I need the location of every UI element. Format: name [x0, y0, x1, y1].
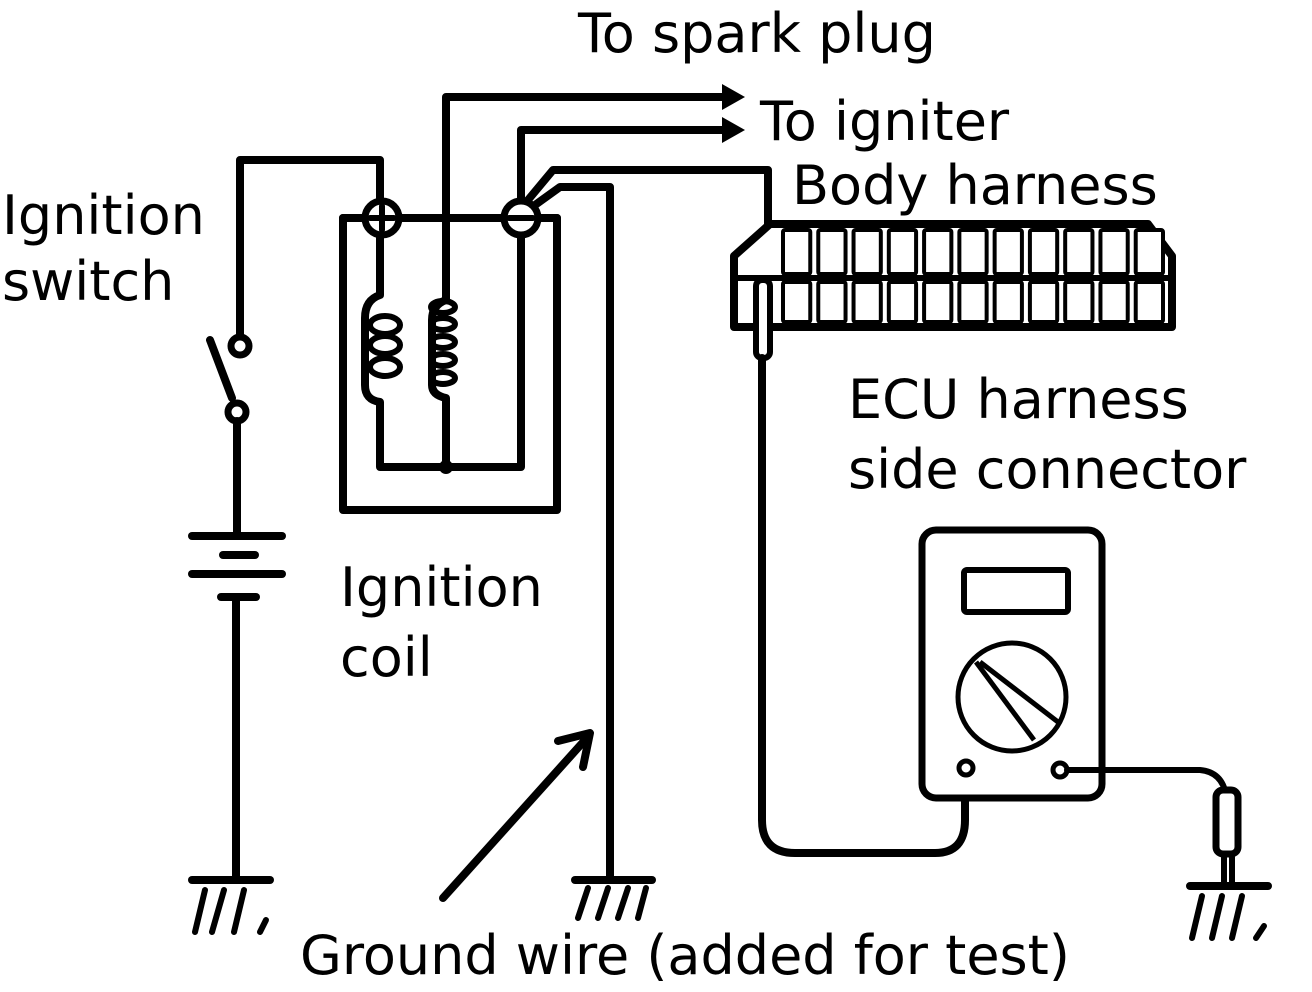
connector-pin-cell: [1133, 280, 1166, 324]
multimeter-display: [961, 567, 1071, 615]
connector-pin-cell: [886, 228, 919, 276]
connector-pin-cell: [781, 228, 813, 276]
switch-contact-top: [227, 333, 253, 359]
connector-pin-cell: [1027, 280, 1060, 324]
label-ground-wire: Ground wire (added for test): [300, 924, 1070, 987]
multimeter-jack-com: [956, 758, 976, 778]
connector-pin-cell: [957, 280, 989, 324]
connector-pin-cell: [781, 280, 813, 324]
ground-icon-probe: [1186, 882, 1272, 941]
connector-pin-cell: [1063, 228, 1095, 276]
ground-icon-test-wire: [571, 876, 656, 921]
connector-pin-cell: [1098, 280, 1130, 324]
ground-wire-pointer-arrow: [439, 729, 594, 902]
connector-pin-cell: [1133, 228, 1166, 276]
connector-pin-cell: [1098, 228, 1130, 276]
connector-pin-cell: [816, 228, 848, 276]
connector-pins: [781, 228, 1166, 324]
label-ecu-connector-2: side connector: [848, 438, 1247, 501]
label-ignition-switch-2: switch: [2, 250, 174, 313]
label-ignition-coil-2: coil: [340, 626, 433, 689]
ignition-switch: [206, 156, 384, 539]
arrow-to-spark-plug-icon: [722, 84, 745, 110]
probe-connector: [753, 277, 969, 857]
connector-pin-cell: [992, 228, 1024, 276]
ground-probe: [1212, 786, 1242, 889]
connector-pin-cell: [851, 228, 883, 276]
label-ignition-switch-1: Ignition: [2, 184, 205, 247]
connector-pin-cell: [886, 280, 919, 324]
coil-junction: [439, 460, 453, 474]
label-body-harness: Body harness: [792, 154, 1158, 217]
connector-pin-cell: [1027, 228, 1060, 276]
connector-pin-cell: [922, 228, 954, 276]
multimeter-dial-icon: [955, 640, 1069, 754]
multimeter: [918, 526, 1229, 802]
connector-pin-cell: [992, 280, 1024, 324]
battery-icon: [188, 532, 286, 884]
label-to-spark-plug: To spark plug: [577, 2, 936, 65]
connector-pin-cell: [816, 280, 848, 324]
arrow-to-igniter-icon: [722, 117, 745, 143]
label-ecu-connector-1: ECU harness: [848, 368, 1189, 431]
connector-pin-cell: [1063, 280, 1095, 324]
ecu-connector: [730, 220, 1176, 331]
label-ignition-coil-1: Ignition: [340, 556, 543, 619]
connector-pin-cell: [851, 280, 883, 324]
connector-pin-cell: [922, 280, 954, 324]
connector-pin-cell: [957, 228, 989, 276]
negative-terminal: [500, 197, 542, 239]
label-to-igniter: To igniter: [759, 90, 1010, 153]
switch-lever: [206, 336, 236, 402]
output-wires: [442, 84, 772, 884]
ground-icon-battery: [188, 876, 274, 935]
positive-terminal: [361, 197, 403, 239]
ignition-coil: [339, 196, 561, 514]
